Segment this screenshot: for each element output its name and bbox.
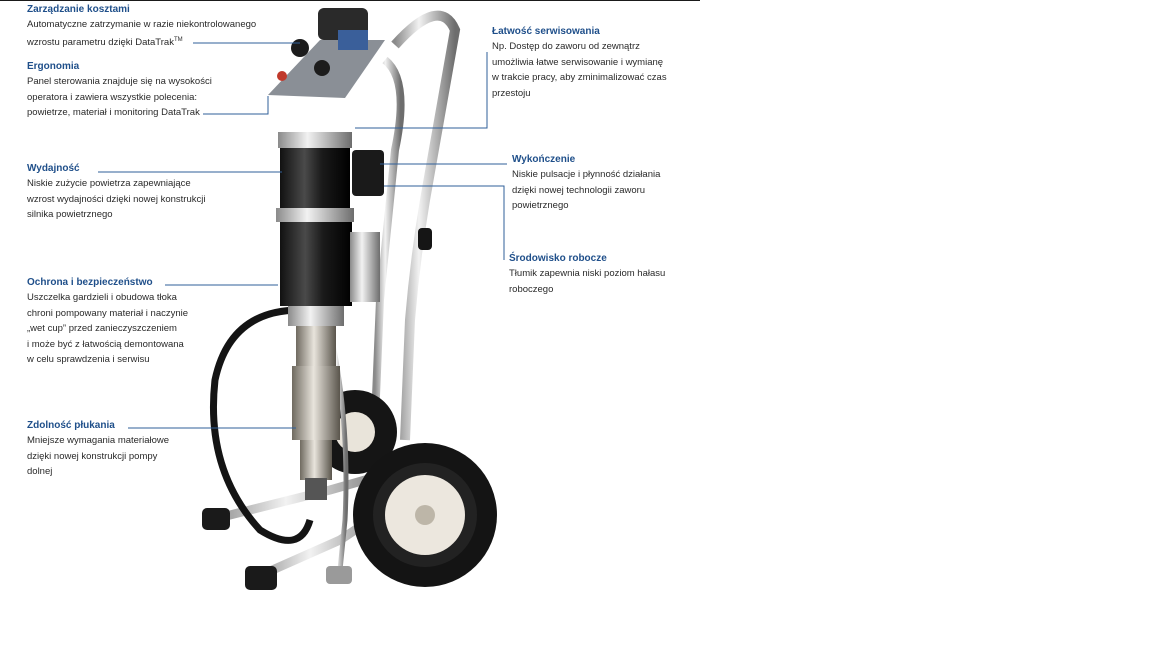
pump-housing <box>280 222 352 306</box>
callout-title: Łatwość serwisowania <box>492 26 600 37</box>
callout-title: Ochrona i bezpieczeństwo <box>27 277 153 288</box>
callout-costs: Zarządzanie kosztami Automatyczne zatrzy… <box>27 4 256 50</box>
callout-environment: Środowisko robocze Tłumik zapewnia niski… <box>509 253 665 297</box>
callout-text: Panel sterowania znajduje się na wysokoś… <box>27 76 212 118</box>
leader-service <box>355 52 488 129</box>
callout-title: Wydajność <box>27 163 80 174</box>
trademark-mark: TM <box>173 36 183 43</box>
callout-text: Niskie pulsacje i płynność działania dzi… <box>512 169 661 211</box>
fluid-hose <box>209 306 314 544</box>
air-valve <box>352 150 384 196</box>
callout-flushing: Zdolność płukania Mniejsze wymagania mat… <box>27 420 169 480</box>
frame-knob <box>418 228 432 250</box>
callout-title: Zdolność płukania <box>27 420 115 431</box>
callout-protection: Ochrona i bezpieczeństwo Uszczelka gardz… <box>27 277 188 368</box>
callout-title: Ergonomia <box>27 61 80 72</box>
callout-text: Niskie zużycie powietrza zapewniające wz… <box>27 178 206 220</box>
callout-ergonomics: Ergonomia Panel sterowania znajduje się … <box>27 61 212 121</box>
stop-button <box>277 71 287 81</box>
callout-title: Zarządzanie kosztami <box>27 4 130 15</box>
cart-frame-rear <box>371 56 405 421</box>
callout-service: Łatwość serwisowania Np. Dostęp do zawor… <box>492 26 667 101</box>
callout-text: Mniejsze wymagania materiałowe dzięki no… <box>27 435 170 477</box>
air-motor <box>280 148 350 210</box>
foot-cap-front <box>245 566 277 590</box>
callout-text: Automatyczne zatrzymanie w razie niekont… <box>27 19 257 48</box>
motor-mid-ring <box>276 208 354 222</box>
motor-top-ring <box>278 132 352 148</box>
callout-text: Np. Dostęp do zaworu od zewnątrz umożliw… <box>492 41 667 99</box>
callout-text: Uszczelka gardzieli i obudowa tłoka chro… <box>27 292 189 365</box>
leader-ergonomics <box>203 96 269 115</box>
leader-environment <box>384 185 505 260</box>
callout-title: Wykończenie <box>512 154 576 165</box>
callout-performance: Wydajność Niskie zużycie powietrza zapew… <box>27 163 205 223</box>
callout-title: Środowisko robocze <box>509 253 607 264</box>
top-rule <box>0 0 700 1</box>
callout-finish: Wykończenie Niskie pulsacje i płynność d… <box>512 154 660 214</box>
cart-handle <box>391 10 461 441</box>
foot-cap-left <box>202 508 230 530</box>
tube-fitting <box>326 566 352 584</box>
lower-pump <box>296 326 336 366</box>
regulator-knob <box>291 39 309 57</box>
callout-text: Tłumik zapewnia niski poziom hałasu robo… <box>509 268 666 295</box>
